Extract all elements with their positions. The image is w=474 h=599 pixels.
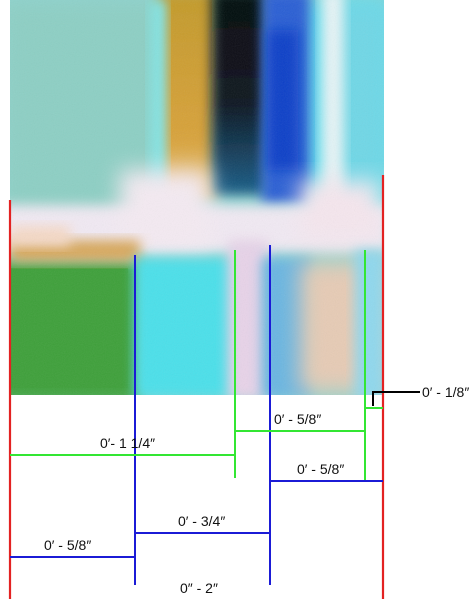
callout-leader <box>372 391 420 406</box>
dimension-label-blue-middle: 0′ - 3/4″ <box>178 513 225 529</box>
dimension-label-green-left: 0′- 1 1/4″ <box>100 435 155 451</box>
dimension-label-green-right: 0′ - 5/8″ <box>274 411 321 427</box>
dimension-label-blue-right: 0′ - 5/8″ <box>297 461 344 477</box>
dimension-label-callout: 0′ - 1/8″ <box>422 384 469 400</box>
thermal-photo <box>10 0 384 395</box>
dimension-label-blue-left: 0′ - 5/8″ <box>44 537 91 553</box>
dimension-label-overall: 0″ - 2″ <box>180 580 218 596</box>
